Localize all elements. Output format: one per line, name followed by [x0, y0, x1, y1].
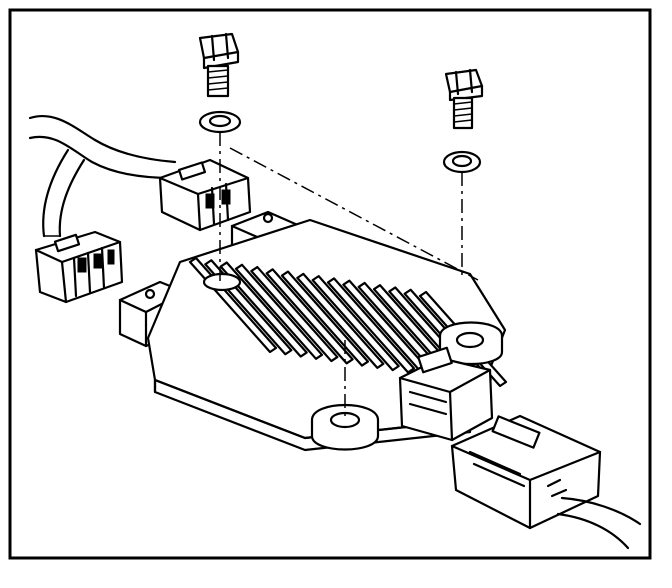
heat-sink-fin	[326, 277, 416, 374]
mating-plug-icon	[450, 414, 642, 550]
connector-right-icon	[398, 346, 494, 442]
heat-sink-fin	[265, 268, 354, 365]
wire-harness-icon	[28, 115, 177, 238]
washer-right-icon	[442, 150, 482, 174]
heat-sink-fin	[234, 263, 324, 360]
heat-sink-fin	[311, 275, 400, 372]
heat-sink-fin	[250, 265, 339, 363]
heat-sink-fin	[280, 270, 370, 367]
alignment-lines	[219, 132, 479, 420]
heat-sink-fin	[296, 272, 385, 369]
washer-left-icon	[198, 110, 242, 134]
connector-left-icon	[34, 230, 124, 304]
bolt-right-icon	[444, 68, 484, 130]
bolt-left-icon	[198, 32, 240, 98]
connector-upper-icon	[158, 158, 252, 232]
heat-sink-fin	[219, 261, 308, 358]
